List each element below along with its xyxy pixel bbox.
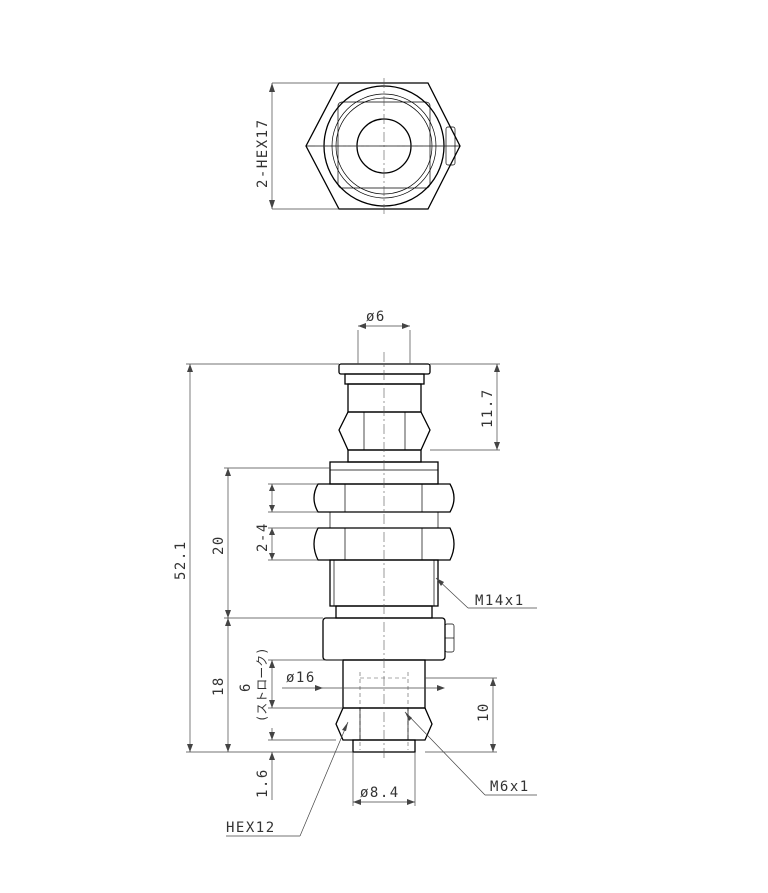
len-11-7-label: 11.7 <box>480 388 496 428</box>
len-18-label: 18 <box>211 676 227 696</box>
hex-12-label: HEX12 <box>226 820 276 836</box>
side-view: ø6 11.7 52.1 20 2-4 <box>173 309 537 837</box>
thread-m14-label: M14x1 <box>475 593 525 609</box>
len-10-label: 10 <box>476 702 492 722</box>
dia-16-label: ø16 <box>286 670 316 686</box>
top-view: 2-HEX17 <box>255 78 461 214</box>
stroke-6-label: 6 <box>238 682 254 692</box>
hex-17-label: 2-HEX17 <box>255 118 271 188</box>
len-20-label: 20 <box>211 535 227 555</box>
dia-8-4-label: ø8.4 <box>360 785 400 801</box>
lock-nut-upper <box>313 483 455 513</box>
total-length-label: 52.1 <box>173 540 189 580</box>
dia-6-label: ø6 <box>366 309 386 325</box>
len-1-6-label: 1.6 <box>255 768 271 798</box>
lower-hex <box>335 707 433 741</box>
thread-m6-label: M6x1 <box>490 779 530 795</box>
stroke-word-label: (ストローク) <box>255 648 269 722</box>
len-2-4-label: 2-4 <box>255 522 271 552</box>
upper-hex-nut <box>338 411 431 451</box>
push-release-ring <box>338 363 431 375</box>
lock-nut-lower <box>313 527 455 561</box>
